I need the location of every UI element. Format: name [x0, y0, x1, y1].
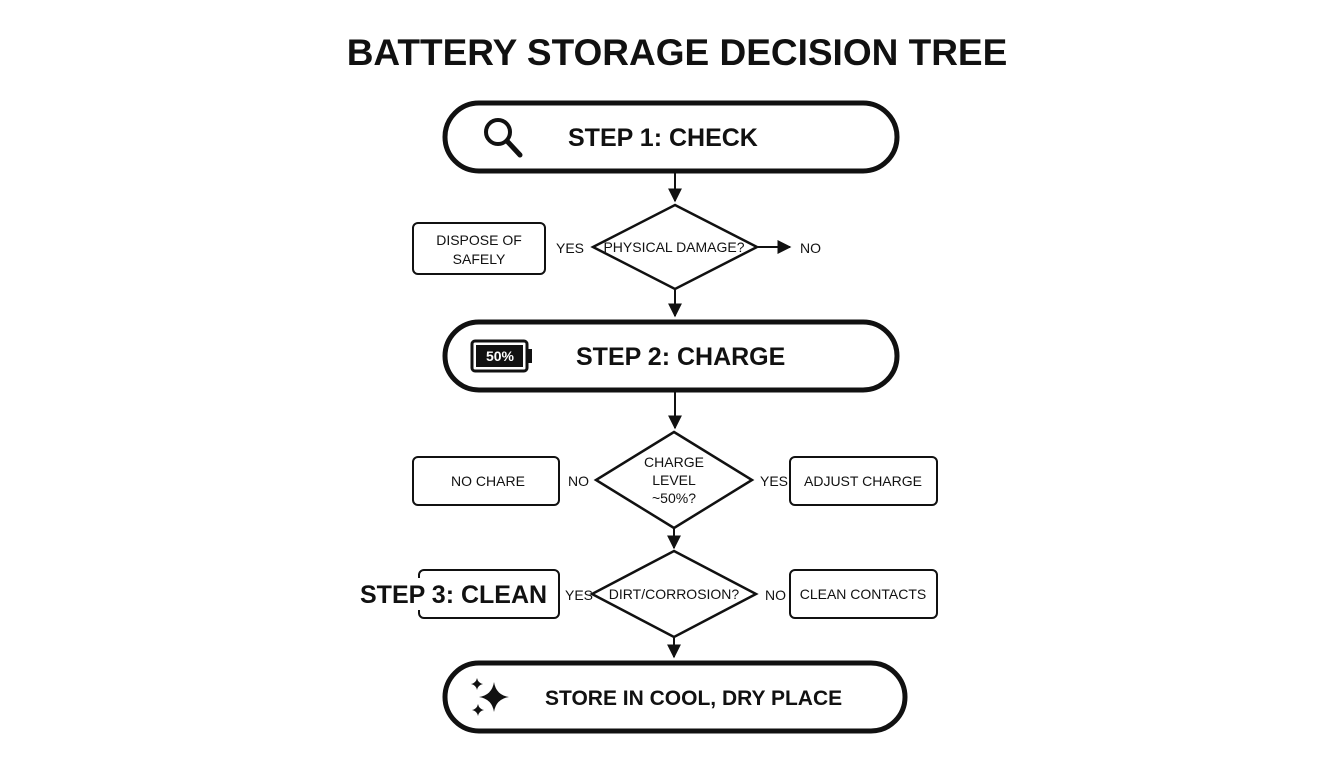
step-2-charge-node: [442, 319, 900, 393]
store-label: STORE IN COOL, DRY PLACE: [545, 687, 842, 710]
step-3-label: STEP 3: CLEAN: [360, 581, 547, 609]
step-1-label: STEP 1: CHECK: [568, 124, 758, 152]
adjust-charge-node: [789, 456, 938, 506]
charge-level-no-label: NO: [568, 473, 589, 489]
damage-question: PHYSICAL DAMAGE?: [603, 239, 744, 255]
damage-decision-node: [590, 203, 760, 291]
damage-no-label: NO: [800, 240, 821, 256]
battery-icon: 50%: [470, 339, 532, 373]
no-charge-node: [412, 456, 560, 506]
battery-level-label: 50%: [486, 348, 515, 364]
clean-contacts-label: CLEAN CONTACTS: [800, 586, 927, 602]
charge-level-decision-node: [593, 430, 755, 530]
dirt-yes-label: YES: [565, 587, 593, 603]
dirt-no-label: NO: [765, 587, 786, 603]
dirt-decision-node: [589, 549, 759, 639]
charge-level-line-2: LEVEL: [652, 472, 696, 488]
diagram-title: BATTERY STORAGE DECISION TREE: [347, 32, 1008, 73]
sparkle-icon: [471, 678, 509, 716]
magnifier-icon: [484, 118, 523, 158]
step-2-label: STEP 2: CHARGE: [576, 343, 785, 371]
clean-contacts-node: [789, 569, 938, 619]
dispose-line-1: DISPOSE OF: [436, 232, 522, 248]
store-node: [442, 660, 908, 734]
dispose-line-2: SAFELY: [453, 251, 506, 267]
charge-level-line-3: ~50%?: [652, 490, 696, 506]
adjust-charge-label: ADJUST CHARGE: [804, 473, 922, 489]
dirt-question: DIRT/CORROSION?: [609, 586, 740, 602]
damage-yes-label: YES: [556, 240, 584, 256]
step-1-check-node: [442, 100, 900, 174]
dispose-safely-node: [412, 222, 546, 275]
charge-level-yes-label: YES: [760, 473, 788, 489]
no-charge-label: NO CHARE: [451, 473, 525, 489]
charge-level-line-1: CHARGE: [644, 454, 704, 470]
